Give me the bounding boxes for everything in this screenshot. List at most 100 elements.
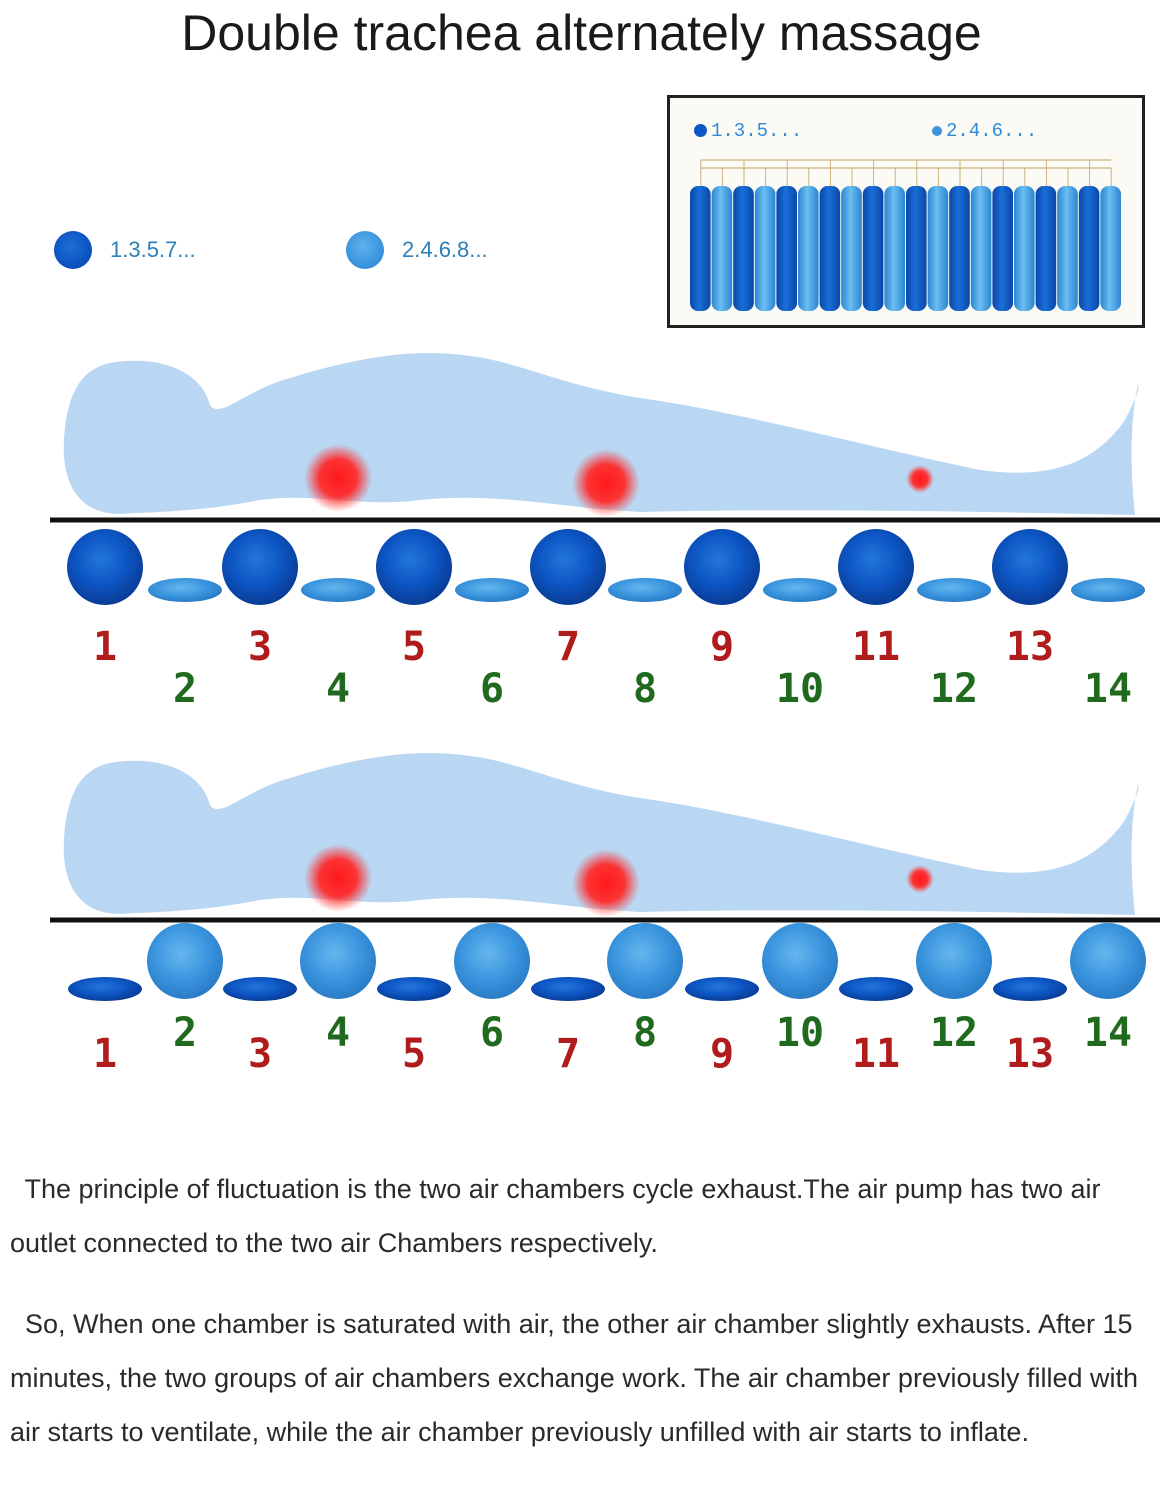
legend-even-label: 2.4.6.8... (402, 237, 488, 262)
inset-air-tube (1078, 186, 1100, 311)
air-tube-inset: 1.3.5... 2.4.6... (667, 95, 1145, 328)
inset-air-tube (711, 186, 733, 311)
inset-odd-legend: 1.3.5... (694, 120, 802, 142)
inflated-even-chamber (454, 923, 530, 999)
inflated-even-chamber (916, 923, 992, 999)
inflated-even-chamber (147, 923, 223, 999)
deflated-odd-chamber (377, 977, 451, 1001)
air-tube-drawing (690, 159, 1121, 311)
inset-odd-label: 1.3.5... (711, 120, 803, 142)
inflated-even-chamber (762, 923, 838, 999)
inset-air-tube (970, 186, 992, 311)
odd-chamber-circle-icon (54, 231, 92, 269)
paragraph-exchange: So, When one chamber is saturated with a… (10, 1309, 1139, 1447)
inset-air-tube (927, 186, 949, 311)
legend-odd-label: 1.3.5.7... (110, 237, 196, 262)
inset-air-tube (690, 186, 711, 311)
deflated-odd-chamber (68, 977, 142, 1001)
chamber-number-label: 9 (710, 1031, 734, 1077)
inflated-odd-chamber (222, 529, 298, 605)
inset-air-tube (776, 186, 797, 311)
chamber-number-label: 14 (1084, 666, 1132, 712)
inset-air-tube (1057, 186, 1078, 311)
inset-air-tube (949, 186, 970, 311)
chamber-number-label: 10 (776, 666, 824, 712)
inset-air-tube (819, 186, 841, 311)
legend-even-group: 2.4.6.8... (346, 228, 488, 272)
inset-air-tube (884, 186, 905, 311)
inflated-odd-chamber (67, 529, 143, 605)
massage-pressure-point (906, 465, 934, 493)
inset-air-tube (906, 186, 927, 311)
inset-even-legend: 2.4.6... (932, 120, 1037, 142)
paragraph-principle: The principle of fluctuation is the two … (10, 1174, 1101, 1258)
deflated-odd-chamber (839, 977, 913, 1001)
chamber-number-label: 8 (633, 1010, 657, 1056)
deflated-odd-chamber (223, 977, 297, 1001)
deflated-odd-chamber (993, 977, 1067, 1001)
chamber-number-label: 2 (173, 666, 197, 712)
inflated-odd-chamber (992, 529, 1068, 605)
deflated-even-chamber (455, 578, 529, 602)
massage-pressure-point (304, 844, 372, 912)
massage-pressure-point (572, 449, 640, 517)
inflated-even-chamber (1070, 923, 1146, 999)
chamber-number-label: 1 (93, 1031, 117, 1077)
massage-pressure-point (906, 865, 934, 893)
chamber-number-label: 6 (480, 666, 504, 712)
massage-pressure-point (572, 849, 640, 917)
deflated-odd-chamber (531, 977, 605, 1001)
deflated-even-chamber (608, 578, 682, 602)
chamber-number-label: 10 (776, 1010, 824, 1056)
chamber-number-label: 6 (480, 1010, 504, 1056)
deflated-odd-chamber (685, 977, 759, 1001)
inset-air-tube (1100, 186, 1121, 311)
chamber-number-label: 5 (402, 1031, 426, 1077)
inset-air-tube (1035, 186, 1057, 311)
inset-air-tube (754, 186, 776, 311)
inflated-odd-chamber (684, 529, 760, 605)
even-chamber-circle-icon (346, 231, 384, 269)
chamber-number-label: 2 (173, 1010, 197, 1056)
chamber-number-label: 7 (556, 624, 580, 670)
deflated-even-chamber (917, 578, 991, 602)
legend-odd-group: 1.3.5.7... (54, 228, 196, 272)
inset-air-tube (841, 186, 862, 311)
deflated-even-chamber (148, 578, 222, 602)
chamber-number-label: 1 (93, 624, 117, 670)
chamber-number-label: 3 (248, 624, 272, 670)
inflated-even-chamber (607, 923, 683, 999)
inset-even-label: 2.4.6... (946, 120, 1038, 142)
inset-air-tube (798, 186, 819, 311)
inset-odd-dot-icon (694, 124, 707, 138)
chamber-number-label: 12 (930, 1010, 978, 1056)
chamber-number-label: 13 (1006, 1031, 1054, 1077)
page-title: Double trachea alternately massage (181, 5, 982, 61)
chamber-number-label: 3 (248, 1031, 272, 1077)
chamber-number-label: 13 (1006, 624, 1054, 670)
chamber-number-label: 9 (710, 624, 734, 670)
inflated-odd-chamber (376, 529, 452, 605)
deflated-even-chamber (763, 578, 837, 602)
chamber-number-label: 4 (326, 666, 350, 712)
chamber-number-label: 12 (930, 666, 978, 712)
inset-even-dot-icon (932, 125, 942, 136)
chamber-number-label: 14 (1084, 1010, 1132, 1056)
deflated-even-chamber (301, 578, 375, 602)
deflated-even-chamber (1071, 578, 1145, 602)
inflated-even-chamber (300, 923, 376, 999)
inset-air-tube (992, 186, 1013, 311)
chamber-number-label: 7 (556, 1031, 580, 1077)
chamber-number-label: 5 (402, 624, 426, 670)
inset-air-tube (862, 186, 884, 311)
chamber-number-label: 11 (852, 624, 900, 670)
inset-air-tube (733, 186, 754, 311)
inset-air-tube (1014, 186, 1035, 311)
chamber-number-label: 4 (326, 1010, 350, 1056)
massage-pressure-point (304, 444, 372, 512)
chamber-number-label: 8 (633, 666, 657, 712)
inflated-odd-chamber (838, 529, 914, 605)
inflated-odd-chamber (530, 529, 606, 605)
chamber-number-label: 11 (852, 1031, 900, 1077)
